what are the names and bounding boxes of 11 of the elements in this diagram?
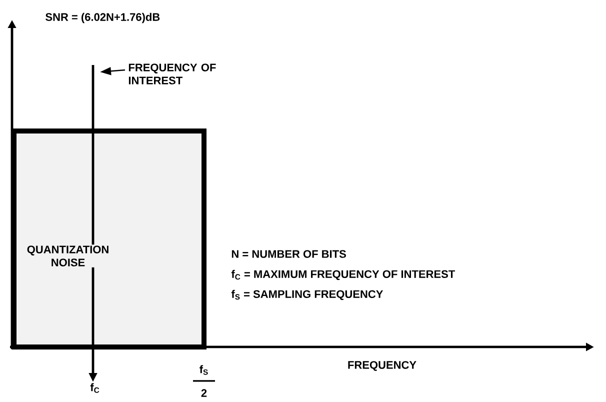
frequency-label: f$_{C}$ bbox=[90, 383, 100, 393]
fraction-numerator: f$_{S}$ bbox=[200, 365, 208, 375]
definition-text: f$_{C}$ = MAXIMUM FREQUENCY OF INTEREST bbox=[231, 270, 455, 280]
formula-text: SNR = (6.02N+1.76)dB bbox=[46, 12, 160, 24]
noise-box bbox=[12, 128, 206, 350]
definition-text: f$_{S}$ = SAMPLING FREQUENCY bbox=[231, 290, 383, 300]
box-label: QUANTIZATION NOISE bbox=[17, 244, 119, 268]
axis-label: FREQUENCY bbox=[348, 361, 416, 371]
definition-text: N = NUMBER OF BITS bbox=[232, 250, 346, 258]
fraction-denominator: 2 bbox=[201, 389, 207, 397]
annotation-text: FREQUENCY OF INTEREST bbox=[128, 64, 216, 84]
